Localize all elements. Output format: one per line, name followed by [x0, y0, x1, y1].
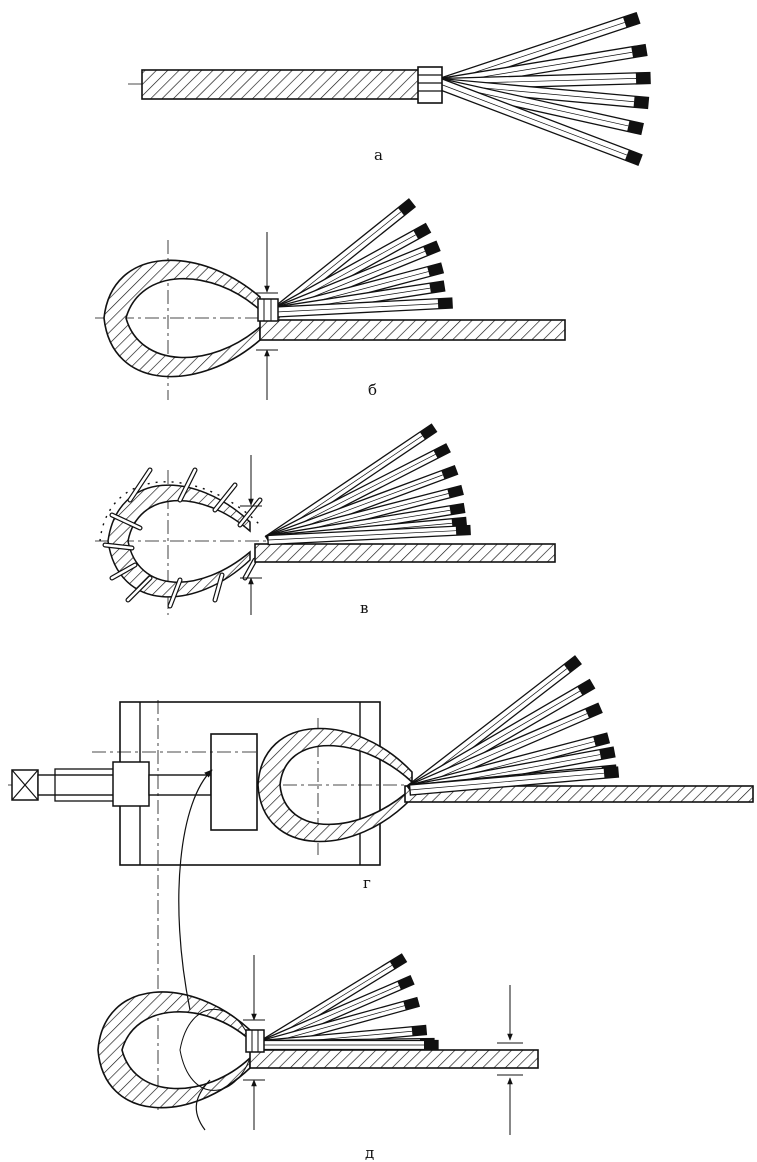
strand-tip — [624, 149, 642, 166]
strand-tip — [433, 443, 451, 459]
panel-g: г — [8, 655, 754, 892]
seizing-wire-highlight — [128, 468, 152, 502]
whipping-band — [245, 1029, 265, 1053]
strand-tip — [403, 997, 420, 1011]
rope-body — [249, 1049, 539, 1069]
seizing-wire-highlight — [238, 498, 262, 527]
panel-g-label: г — [363, 874, 371, 892]
seizing-wire-highlight — [213, 573, 224, 602]
rope-body — [141, 69, 421, 100]
strand-tip — [627, 120, 644, 135]
panel-b-label: б — [368, 381, 377, 399]
seizing-wire-highlight — [103, 543, 134, 550]
seizing-wire-highlight — [110, 563, 137, 580]
screw-nut — [112, 761, 150, 807]
strand — [261, 1039, 439, 1051]
panel-a-label: а — [374, 146, 383, 164]
strand-tip — [593, 733, 610, 747]
whipping-band — [417, 66, 443, 104]
rope-body — [254, 543, 556, 563]
rotation-arrow-tail — [195, 1079, 211, 1131]
strand-tip — [424, 1040, 438, 1050]
loop-inner-outline — [179, 1008, 251, 1091]
strand-tip — [622, 12, 640, 28]
rotation-arrow — [178, 769, 213, 1011]
strand-tip — [419, 424, 437, 440]
strand-tip — [563, 656, 582, 673]
strand-tip — [631, 44, 647, 58]
strand-fan — [437, 11, 651, 166]
strand — [437, 78, 643, 166]
strand-tip — [451, 517, 467, 528]
seizing-wire-highlight — [243, 558, 257, 580]
strand-tip — [397, 199, 416, 216]
thimble-loop — [97, 991, 251, 1109]
strand-tip — [397, 975, 414, 990]
strand-tip — [411, 1025, 427, 1036]
screw-handle — [11, 769, 39, 801]
strand-fan — [406, 655, 620, 796]
strand-tip — [603, 767, 619, 779]
seizing-wire-highlight — [213, 483, 237, 512]
press-block — [210, 733, 258, 831]
strand-fan — [271, 198, 453, 318]
screw-shaft-outer — [37, 774, 119, 796]
strand-tip — [437, 298, 453, 309]
seizing-wire-highlight — [110, 513, 142, 530]
strand-tip — [389, 954, 407, 970]
strand-fan — [258, 953, 439, 1051]
panel-a: а — [128, 11, 651, 166]
strand — [267, 524, 471, 546]
strand-tip — [577, 679, 595, 696]
strand-tip — [635, 72, 651, 84]
seizing-wire-highlight — [126, 576, 152, 602]
seizing-wire-highlight — [168, 578, 182, 608]
strand-tip — [633, 96, 649, 109]
strand-tip — [423, 241, 440, 256]
thimble-loop — [103, 259, 261, 378]
seizing-wire-set — [102, 467, 263, 609]
strand-tip — [447, 485, 464, 498]
rope-body — [404, 785, 754, 803]
whipping-band — [257, 298, 279, 322]
strand-tip — [585, 703, 602, 719]
strand-tip — [449, 503, 465, 515]
strand-tip — [429, 281, 445, 294]
strand-fan — [264, 423, 471, 546]
strand-tip — [413, 223, 431, 240]
strand — [408, 766, 620, 796]
rope-body — [259, 319, 566, 341]
rope-wrap-outer — [99, 481, 261, 542]
strand-tip — [455, 525, 471, 536]
panel-d-label: д — [365, 1144, 374, 1162]
panel-d: д — [92, 700, 539, 1162]
panel-v-label: в — [360, 599, 368, 617]
strand-tip — [427, 263, 444, 277]
strand-tip — [599, 747, 615, 760]
seizing-wire-highlight — [178, 468, 197, 502]
strand-tip — [441, 465, 458, 480]
panel-b: б — [95, 198, 566, 400]
panel-v: в — [95, 423, 556, 617]
